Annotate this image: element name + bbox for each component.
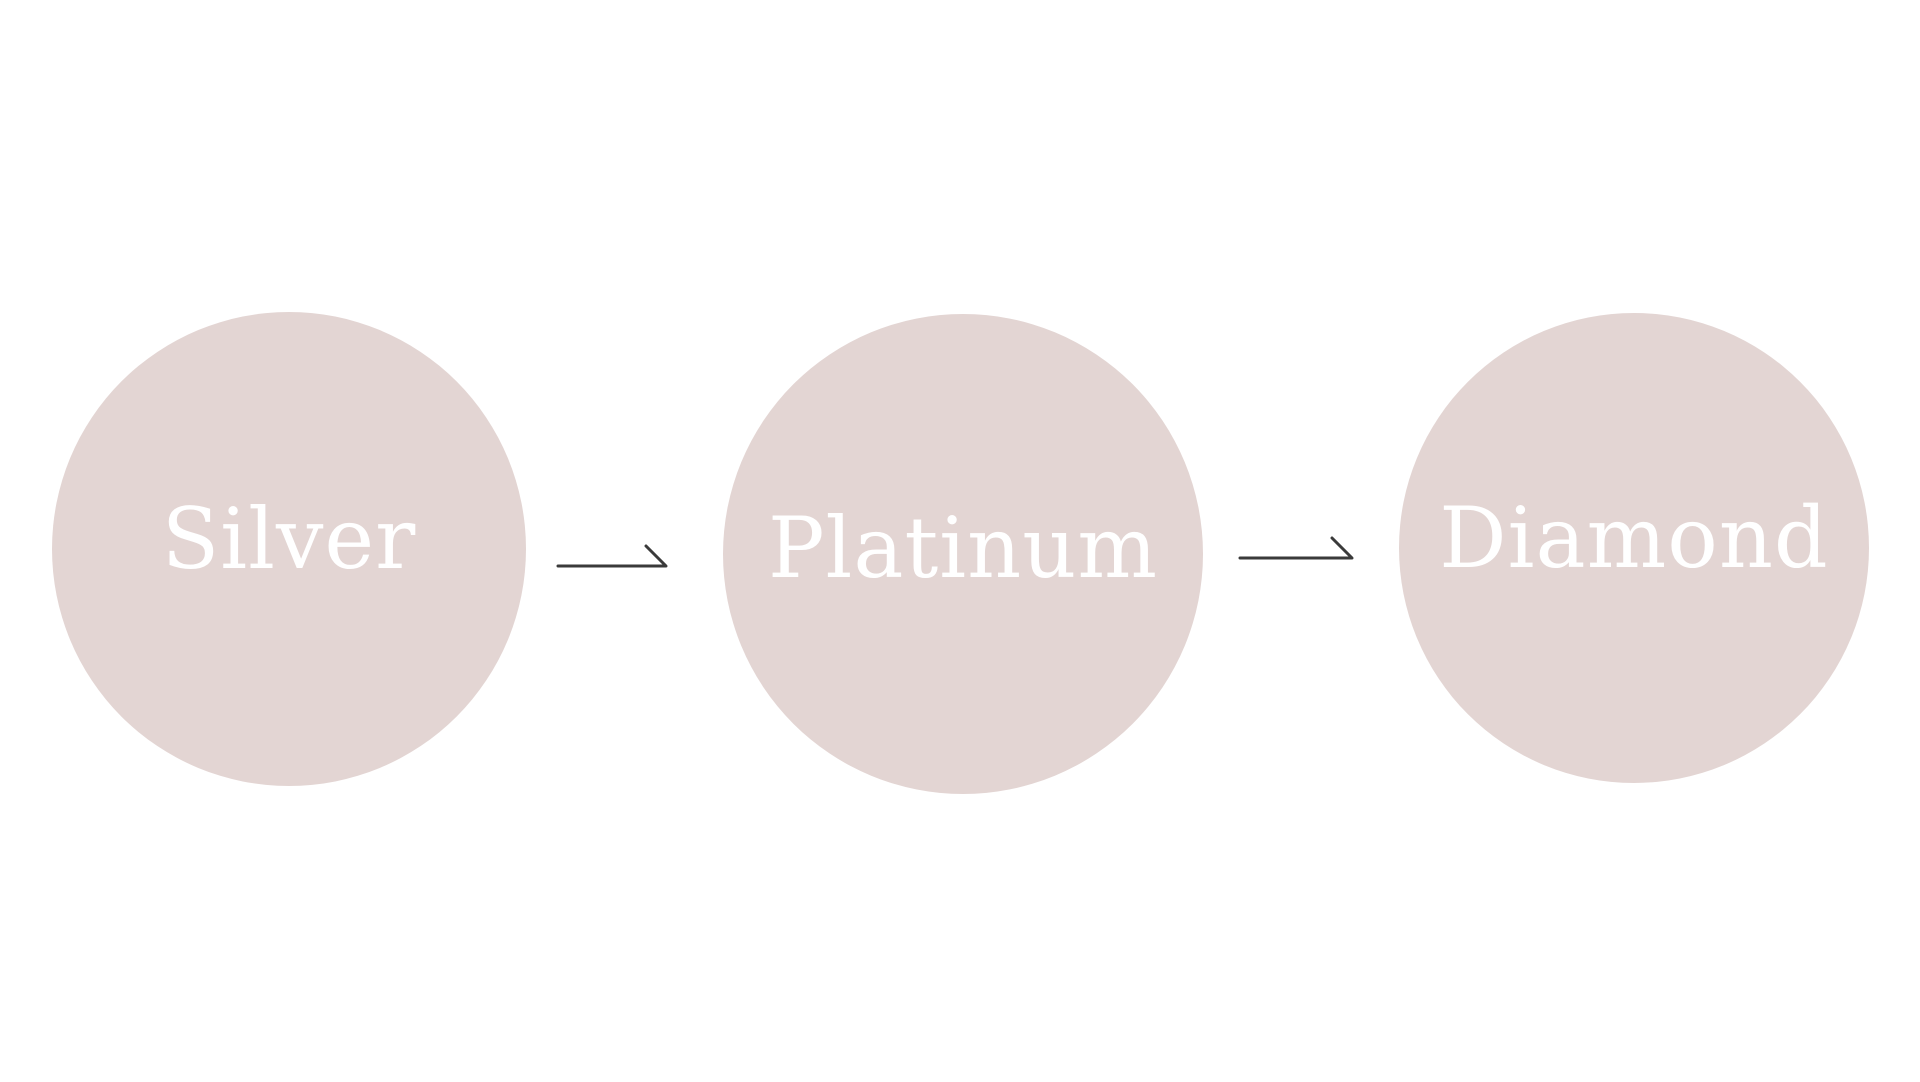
tier-circle-diamond: Diamond xyxy=(1399,313,1869,783)
tier-label-platinum: Platinum xyxy=(768,499,1158,597)
tier-label-diamond: Diamond xyxy=(1439,489,1829,587)
tier-label-silver: Silver xyxy=(161,490,417,588)
arrow-right-icon xyxy=(1238,536,1354,560)
tier-circle-silver: Silver xyxy=(52,312,526,786)
tier-circle-platinum: Platinum xyxy=(723,314,1203,794)
arrow-right-icon xyxy=(556,544,668,568)
